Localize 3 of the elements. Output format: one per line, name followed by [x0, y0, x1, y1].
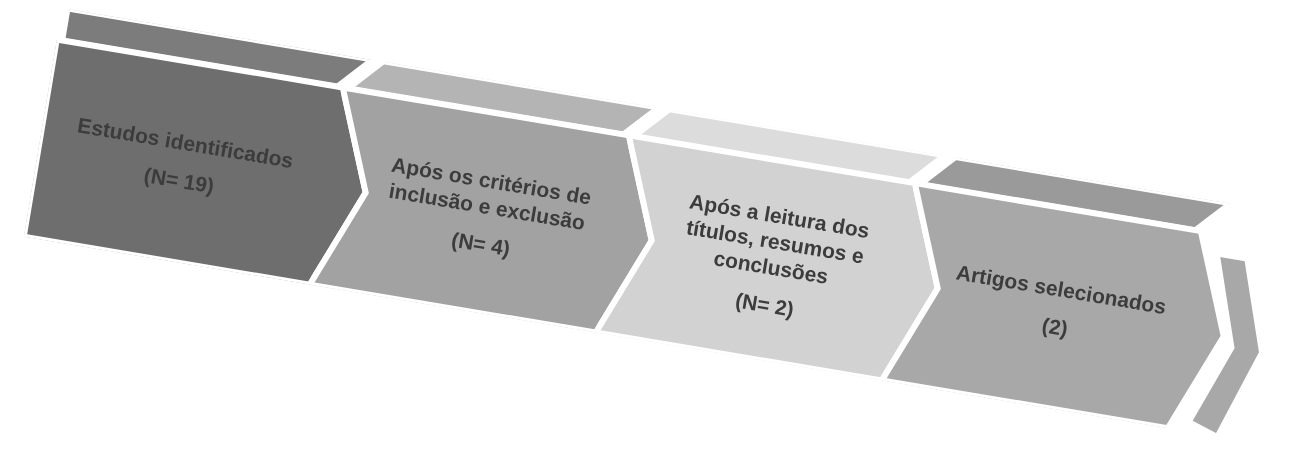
- step-label: Após a leitura dos títulos, resumos e conclusões: [683, 187, 873, 290]
- count-label: (N= 4): [449, 227, 512, 263]
- count-label: (N= 2): [733, 287, 796, 323]
